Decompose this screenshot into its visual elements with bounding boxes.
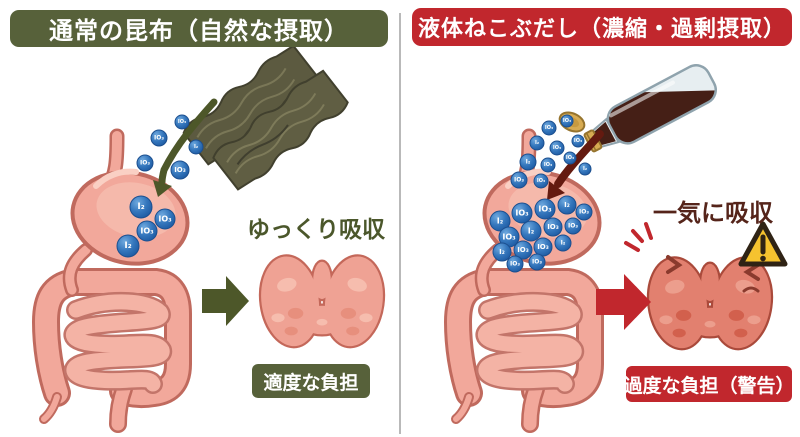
svg-text:IO₃: IO₃ (537, 178, 545, 184)
svg-text:IO₃: IO₃ (574, 138, 582, 144)
svg-text:IO₃: IO₃ (140, 160, 150, 167)
right-thyroid-illustration (643, 254, 777, 352)
svg-text:IO₃: IO₃ (510, 261, 520, 268)
svg-text:IO₃: IO₃ (515, 209, 529, 218)
right-absorption-label: 一気に吸収 (653, 199, 773, 227)
svg-text:IO₃: IO₃ (514, 177, 524, 184)
svg-text:I₂: I₂ (535, 140, 539, 146)
left-digestive-tract-illustration (44, 136, 196, 424)
svg-text:I₂: I₂ (528, 227, 535, 236)
svg-text:IO₃: IO₃ (517, 246, 529, 254)
svg-text:IO₃: IO₃ (532, 259, 542, 266)
left-result-arrow-icon (202, 276, 249, 326)
svg-text:IO₃: IO₃ (544, 162, 552, 168)
svg-text:IO₃: IO₃ (174, 166, 186, 174)
svg-text:I₂: I₂ (499, 248, 505, 256)
left-intake-arrow (153, 98, 218, 197)
left-thyroid-illustration (255, 252, 389, 350)
right-result-arrow-icon (596, 274, 651, 330)
svg-text:IO₃: IO₃ (553, 145, 561, 151)
svg-text:I₂: I₂ (583, 166, 587, 172)
right-burden-badge: 過度な負担（警告） (624, 366, 795, 402)
svg-text:IO₃: IO₃ (568, 223, 578, 230)
left-panel-illustration: IO₃ IO₃ I₂ IO₃ IO₃ I₂ IO₃ IO₃ I₂ (44, 41, 389, 424)
kombu-illustration (179, 41, 352, 194)
svg-text:I₂: I₂ (194, 144, 198, 150)
svg-text:IO₃: IO₃ (140, 227, 154, 236)
svg-text:IO₃: IO₃ (547, 223, 559, 231)
svg-text:IO₃: IO₃ (158, 215, 172, 224)
svg-text:IO₃: IO₃ (154, 135, 164, 142)
right-panel-header: 液体ねこぶだし（濃縮・過剰摂取） (412, 8, 792, 46)
svg-text:IO₃: IO₃ (545, 125, 553, 131)
svg-text:IO₃: IO₃ (502, 233, 516, 242)
left-absorption-label: ゆっくり吸収 (247, 217, 385, 243)
svg-text:I₂: I₂ (137, 202, 144, 212)
right-digestive-tract-illustration (456, 136, 608, 424)
svg-text:IO₃: IO₃ (563, 118, 571, 124)
svg-text:IO₃: IO₃ (579, 209, 589, 216)
panel-divider (399, 13, 401, 434)
svg-text:I₂: I₂ (526, 159, 531, 166)
right-intake-arrow (547, 130, 604, 200)
svg-text:IO₃: IO₃ (537, 243, 549, 251)
left-burden-badge: 適度な負担 (252, 364, 370, 398)
svg-text:I₂: I₂ (561, 240, 566, 247)
svg-text:I₂: I₂ (497, 217, 504, 226)
svg-text:I₂: I₂ (124, 241, 131, 251)
left-panel-header: 通常の昆布（自然な摂取） (10, 10, 388, 47)
angry-face-marks (666, 255, 760, 293)
stress-marks-icon (624, 222, 653, 252)
warning-icon (738, 221, 788, 267)
svg-text:I₂: I₂ (564, 201, 570, 209)
svg-text:IO₃: IO₃ (566, 155, 574, 161)
svg-text:IO₃: IO₃ (178, 119, 186, 125)
svg-text:IO₃: IO₃ (538, 205, 552, 214)
left-iodine-particles: IO₃ IO₃ I₂ IO₃ IO₃ I₂ IO₃ IO₃ I₂ (116, 114, 204, 258)
